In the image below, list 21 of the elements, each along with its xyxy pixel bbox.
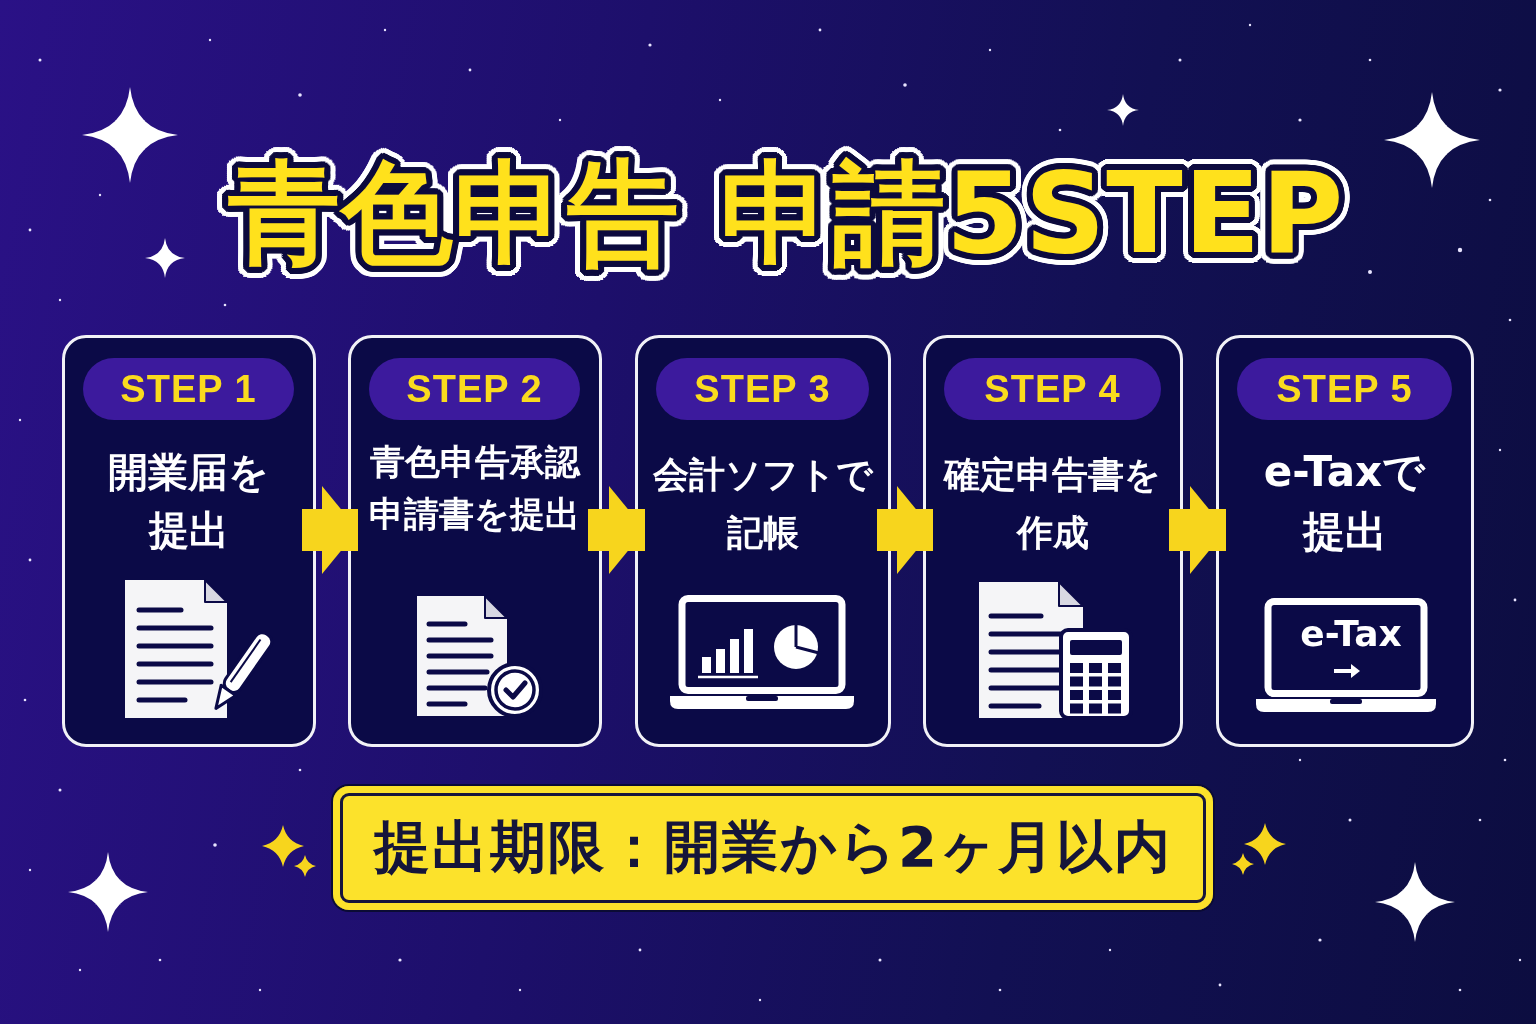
step-text: 会計ソフトで記帳 — [651, 453, 874, 555]
step-card — [1216, 335, 1474, 747]
step-card — [62, 335, 316, 747]
step-card — [348, 335, 602, 747]
step-badge: STEP 1 — [83, 358, 294, 420]
step-text: 開業届を提出 — [107, 448, 270, 555]
deadline-banner: 提出期限：開業から2ヶ月以内 — [333, 786, 1213, 910]
step-card — [923, 335, 1183, 747]
step-text: e-Taxで提出 — [1262, 446, 1427, 558]
screen-text: e-Tax — [1299, 614, 1403, 654]
step-badge: STEP 5 — [1237, 358, 1452, 420]
step-badge: STEP 3 — [656, 358, 869, 420]
step-badge: STEP 2 — [369, 358, 580, 420]
step-text: 青色申告承認申請書を提出 — [368, 441, 582, 536]
step-badge: STEP 4 — [944, 358, 1161, 420]
arrow — [1169, 486, 1226, 574]
arrow — [877, 486, 933, 574]
step-text: 確定申告書を作成 — [942, 453, 1162, 555]
arrow — [588, 486, 645, 574]
step-card — [635, 335, 891, 747]
arrow — [302, 486, 358, 574]
